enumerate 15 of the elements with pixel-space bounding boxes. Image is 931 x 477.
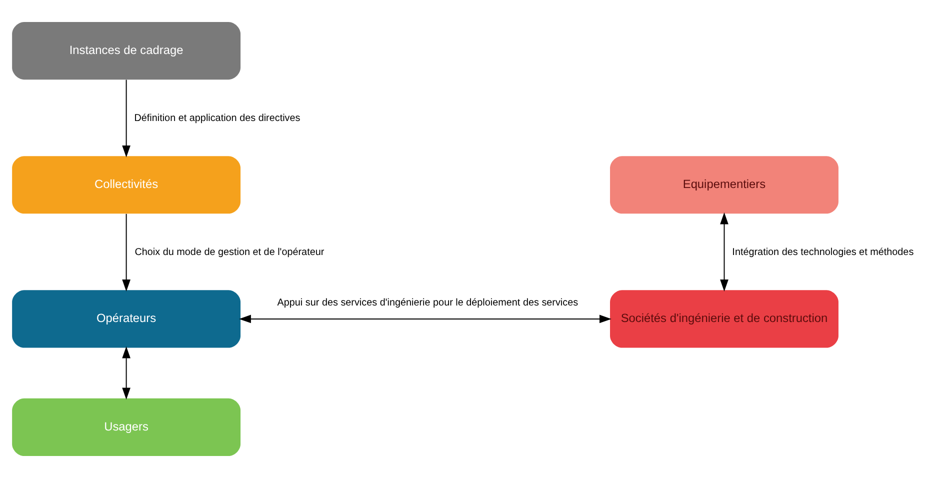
arrow [122, 346, 130, 400]
node-box: Equipementiers [610, 156, 838, 214]
node-box: Instances de cadrage [12, 21, 241, 80]
node-box: Usagers [12, 398, 241, 456]
edge-label: Intégration des technologies et méthodes [732, 246, 914, 258]
node-box: Opérateurs [12, 290, 241, 348]
arrow [720, 212, 728, 291]
edge-label: Choix du mode de gestion et de l'opérateur [134, 246, 324, 258]
arrow [122, 78, 130, 157]
edge-label: Définition et application des directives [134, 112, 300, 124]
node-box: Sociétés d'ingénierie et de construction [610, 290, 838, 348]
node-box: Collectivités [12, 156, 241, 214]
arrow [122, 212, 130, 291]
arrow [239, 314, 612, 323]
edge-label: Appui sur des services d'ingénierie pour le déploiement des services [277, 297, 578, 308]
